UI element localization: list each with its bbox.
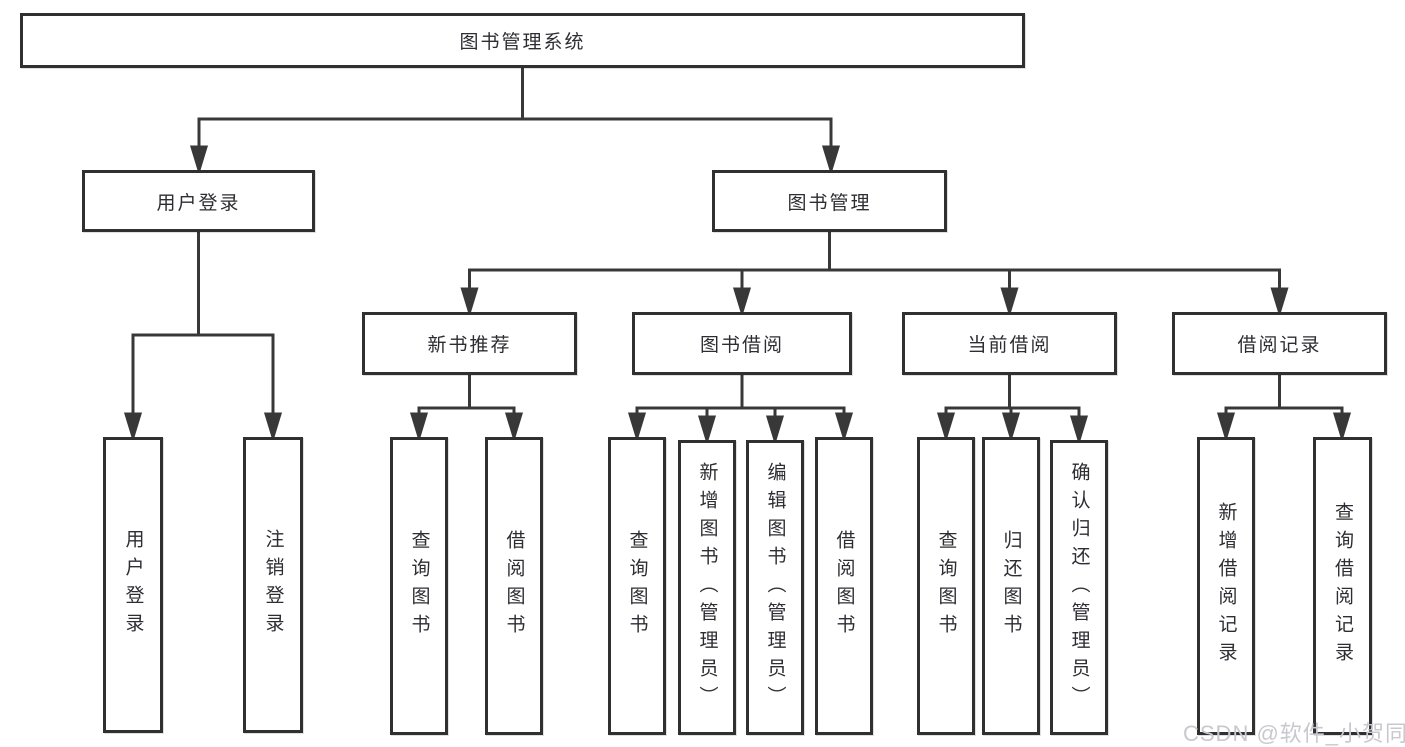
csdn-watermark: CSDN @软件_小贺同学 xyxy=(1183,721,1405,746)
node-query-borrow-record: 查询借阅记录 xyxy=(1313,437,1372,735)
node-add-books-admin-label: 新增图书（管理员） xyxy=(696,461,718,714)
node-return-books: 归还图书 xyxy=(982,437,1040,735)
node-return-books-label: 归还图书 xyxy=(1000,530,1022,642)
node-library-system: 图书管理系统 xyxy=(20,13,1025,68)
node-add-borrow-record-label: 新增借阅记录 xyxy=(1215,502,1237,670)
node-borrow-records: 借阅记录 xyxy=(1172,312,1387,375)
node-query-books-2: 查询图书 xyxy=(608,437,666,735)
node-user-login: 用户登录 xyxy=(82,170,315,232)
node-confirm-return-admin-label: 确认归还（管理员） xyxy=(1068,461,1090,714)
node-book-borrowing: 图书借阅 xyxy=(632,312,852,375)
node-borrow-books-1: 借阅图书 xyxy=(485,437,543,735)
node-query-borrow-record-label: 查询借阅记录 xyxy=(1332,502,1353,670)
node-query-books-3: 查询图书 xyxy=(917,437,975,735)
node-user-login-leaf-label: 用户登录 xyxy=(122,529,144,641)
node-borrow-records-label: 借阅记录 xyxy=(1237,335,1322,356)
node-borrow-books-1-label: 借阅图书 xyxy=(503,530,525,642)
node-query-books-2-label: 查询图书 xyxy=(626,530,648,642)
node-edit-books-admin: 编辑图书（管理员） xyxy=(746,440,804,735)
node-add-books-admin: 新增图书（管理员） xyxy=(678,440,736,735)
node-borrow-books-2-label: 借阅图书 xyxy=(833,530,855,642)
node-current-borrowing-label: 当前借阅 xyxy=(967,335,1052,356)
node-user-login-label: 用户登录 xyxy=(156,192,241,214)
node-book-management: 图书管理 xyxy=(712,170,947,232)
node-query-books-1-label: 查询图书 xyxy=(408,530,430,642)
node-book-management-label: 图书管理 xyxy=(787,192,872,214)
node-query-books-3-label: 查询图书 xyxy=(935,530,957,642)
node-borrow-books-2: 借阅图书 xyxy=(815,437,873,735)
node-logout-label: 注销登录 xyxy=(262,529,284,641)
node-edit-books-admin-label: 编辑图书（管理员） xyxy=(764,461,786,714)
node-library-system-label: 图书管理系统 xyxy=(459,32,586,53)
node-user-login-leaf: 用户登录 xyxy=(103,437,163,733)
node-new-book-recommend-label: 新书推荐 xyxy=(427,335,512,356)
node-book-borrowing-label: 图书借阅 xyxy=(699,335,784,356)
node-logout: 注销登录 xyxy=(243,437,303,733)
node-add-borrow-record: 新增借阅记录 xyxy=(1197,437,1255,735)
node-query-books-1: 查询图书 xyxy=(390,437,448,735)
node-new-book-recommend: 新书推荐 xyxy=(362,312,577,375)
node-current-borrowing: 当前借阅 xyxy=(902,312,1117,375)
node-confirm-return-admin: 确认归还（管理员） xyxy=(1050,440,1108,735)
